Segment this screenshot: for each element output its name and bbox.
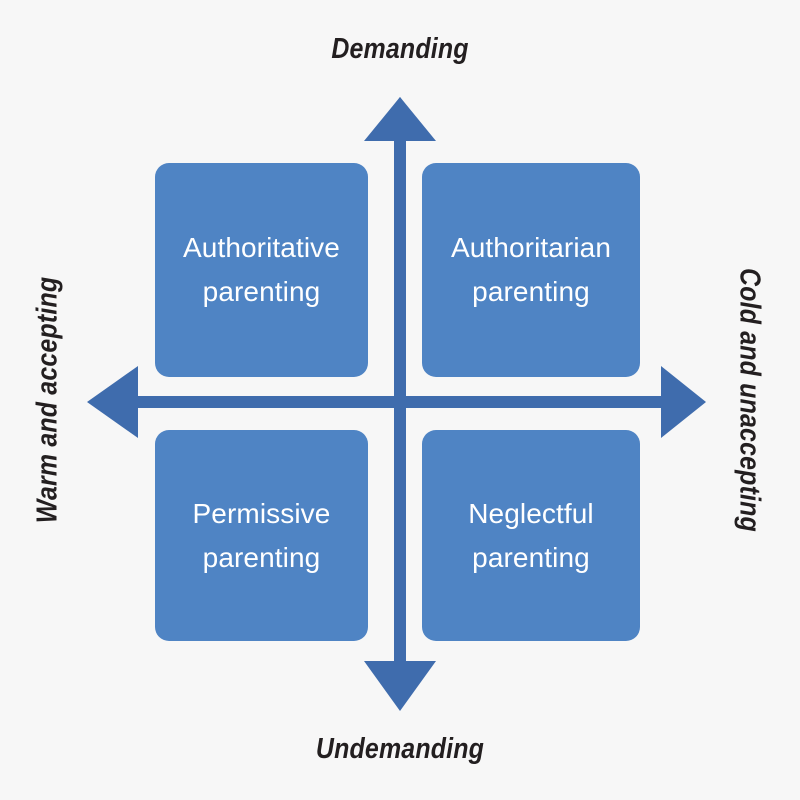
quadrant-authoritarian[interactable]: Authoritarian parenting [422,163,640,377]
quadrant-authoritarian-label: Authoritarian parenting [450,232,612,307]
quadrant-authoritative[interactable]: Authoritative parenting [155,163,368,377]
arrow-up-head [364,97,436,141]
axis-label-demanding: Demanding [331,33,469,65]
quadrant-neglectful[interactable]: Neglectful parenting [422,430,640,641]
arrow-left-icon [87,366,138,438]
quadrant-permissive-label: Permissive parenting [192,497,331,573]
horizontal-axis-shaft [137,396,663,408]
quadrant-permissive[interactable]: Permissive parenting [155,430,368,641]
axis-label-cold-and-unaccepting: Cold and unaccepting [733,268,766,532]
arrow-right-icon [661,366,706,438]
axis-label-warm-and-accepting: Warm and accepting [31,276,64,524]
quadrant-neglectful-label: Neglectful parenting [468,497,594,573]
quadrant-authoritative-label: Authoritative parenting [183,232,340,307]
axis-label-undemanding: Undemanding [315,733,485,765]
arrow-down-icon [364,661,436,711]
